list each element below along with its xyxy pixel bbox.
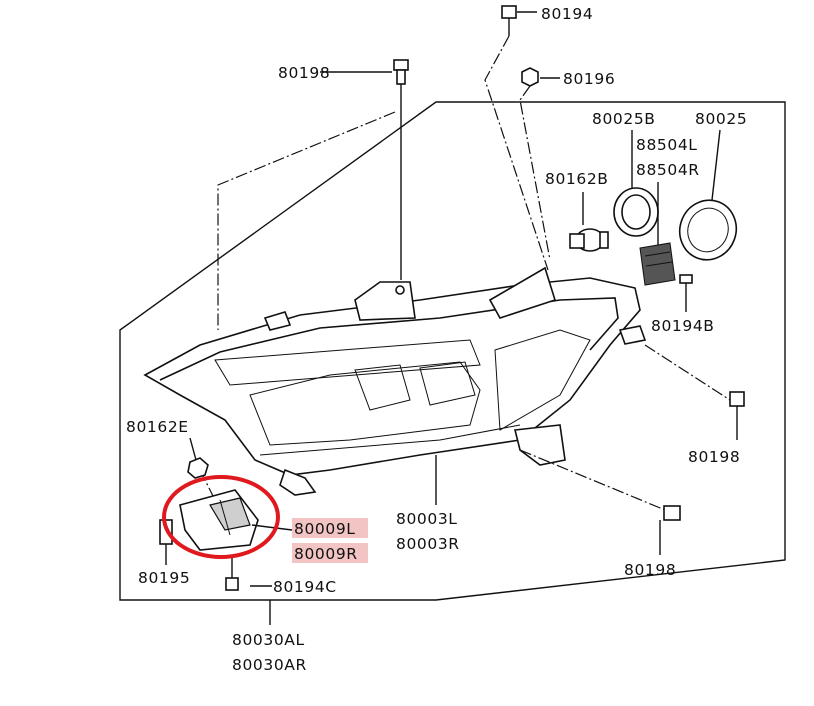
- highlight-bg-80009R: [292, 543, 368, 563]
- label-80030AR: 80030AR: [232, 656, 307, 674]
- headlamp-assembly: [143, 266, 647, 496]
- screw-80198-top: [320, 59, 409, 280]
- label-80194: 80194: [541, 5, 593, 23]
- label-80194C: 80194C: [273, 578, 337, 596]
- label-80003L: 80003L: [396, 510, 458, 528]
- bulb-80162B: [569, 192, 609, 252]
- highlight-bg-80009L: [292, 518, 368, 538]
- label-80030AL: 80030AL: [232, 631, 305, 649]
- label-88504R: 88504R: [636, 161, 700, 179]
- label-80162B: 80162B: [545, 170, 609, 188]
- label-88504L: 88504L: [636, 136, 698, 154]
- screw-80194C: [225, 555, 272, 591]
- label-80198-right: 80198: [688, 448, 740, 466]
- screw-80194: [501, 5, 537, 36]
- screw-80198-right: [729, 391, 745, 440]
- label-80198-top: 80198: [278, 64, 330, 82]
- label-80196: 80196: [563, 70, 615, 88]
- screw-80198-bottom: [659, 505, 681, 555]
- label-80025B: 80025B: [592, 110, 656, 128]
- label-80198-bottom: 80198: [624, 561, 676, 579]
- assembly-boundary: [119, 101, 786, 601]
- label-80003R: 80003R: [396, 535, 460, 553]
- label-80025: 80025: [695, 110, 747, 128]
- label-80195: 80195: [138, 569, 190, 587]
- label-80009L: 80009L: [294, 520, 356, 538]
- label-80162E: 80162E: [126, 418, 189, 436]
- label-80009R: 80009R: [294, 545, 358, 563]
- clip-80162E: [187, 437, 209, 479]
- nut-80196: [521, 67, 560, 87]
- label-80194B: 80194B: [651, 317, 715, 335]
- screw-80194B: [679, 274, 693, 312]
- bracket-80009: [179, 489, 293, 551]
- ballast-88504: [639, 182, 676, 286]
- socket-80025B: [613, 130, 659, 237]
- highlight-circle: [162, 475, 280, 559]
- cap-80025: [678, 129, 738, 261]
